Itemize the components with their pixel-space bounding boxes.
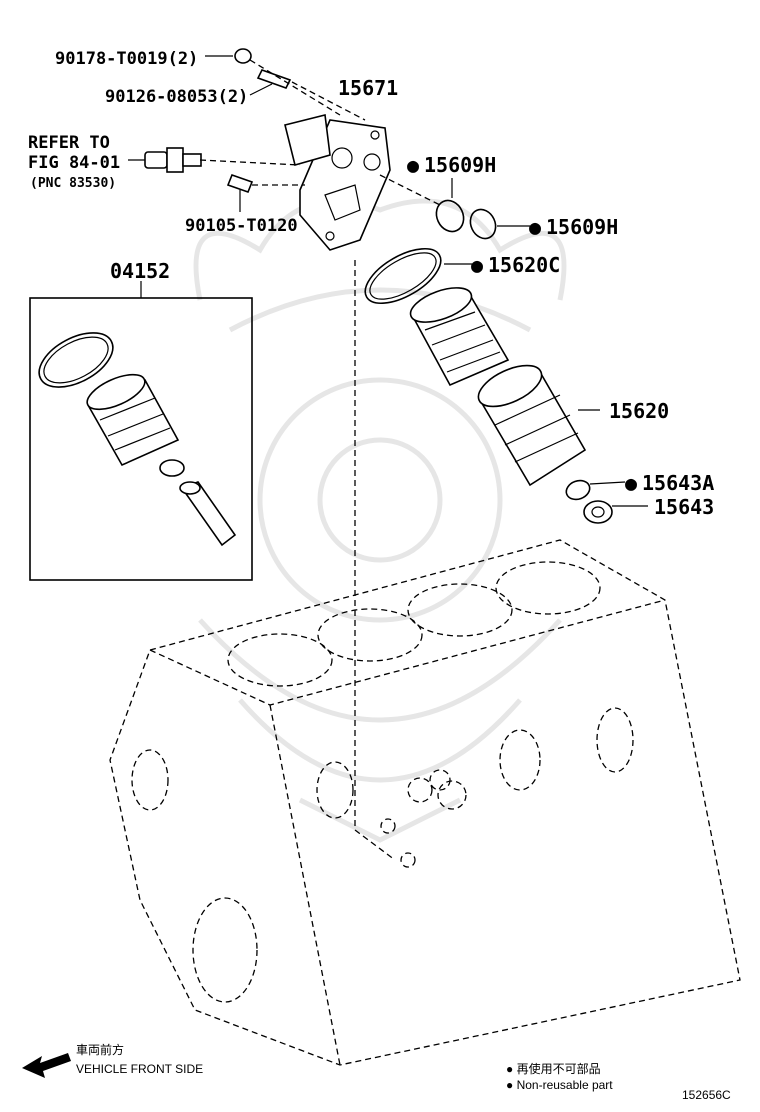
nonreusable-dot-15609h-b: ● (529, 215, 541, 239)
bolt-90105 (226, 173, 254, 212)
label-15609h-a: 15609H (424, 153, 496, 177)
nut-90178 (205, 48, 252, 64)
direction-en: VEHICLE FRONT SIDE (76, 1062, 203, 1076)
label-15643: 15643 (654, 495, 714, 519)
legend-jp: ● 再使用不可部品 (506, 1061, 601, 1076)
label-90126: 90126-08053(2) (105, 87, 248, 107)
label-fig-ref: FIG 84-01 (28, 153, 120, 173)
nonreusable-dot-15620c: ● (471, 253, 483, 277)
engine-block (109, 260, 741, 1066)
drain-plug-15643 (583, 500, 648, 524)
o-ring-15643a (565, 479, 626, 501)
guide-line-2 (291, 81, 366, 121)
label-90105: 90105-T0120 (185, 216, 298, 236)
watermark-emblem (193, 198, 567, 843)
vehicle-front-arrow-icon (22, 1053, 71, 1078)
label-04152: 04152 (110, 259, 170, 283)
nonreusable-dot-15643a: ● (625, 471, 637, 495)
o-ring-15609h-b (469, 208, 530, 240)
guide-line-5 (379, 174, 441, 206)
label-15620c: 15620C (488, 253, 560, 277)
label-15620: 15620 (609, 399, 669, 423)
label-15609h-b: 15609H (546, 215, 618, 239)
oil-pressure-switch (128, 147, 202, 173)
label-15671: 15671 (338, 76, 398, 100)
label-90178: 90178-T0019(2) (55, 49, 198, 69)
figure-id: 152656C (682, 1088, 731, 1102)
direction-jp: 車両前方 (76, 1042, 124, 1057)
gasket-15620c (364, 247, 472, 305)
label-refer-to: REFER TO (28, 133, 110, 153)
guide-line-3 (199, 159, 301, 166)
stud-90126 (249, 69, 292, 96)
label-15643a: 15643A (642, 471, 714, 495)
filter-element (409, 287, 510, 387)
guide-line-1 (249, 59, 341, 116)
o-ring-15609h-a (435, 178, 465, 233)
legend-en: ● Non-reusable part (506, 1078, 613, 1092)
filter-cap-15620 (477, 364, 600, 487)
nonreusable-dot-15609h-a: ● (407, 153, 419, 177)
kit-box-04152 (29, 281, 253, 581)
oil-filter-bracket-15671 (284, 114, 391, 251)
label-pnc-ref: (PNC 83530) (30, 176, 116, 191)
